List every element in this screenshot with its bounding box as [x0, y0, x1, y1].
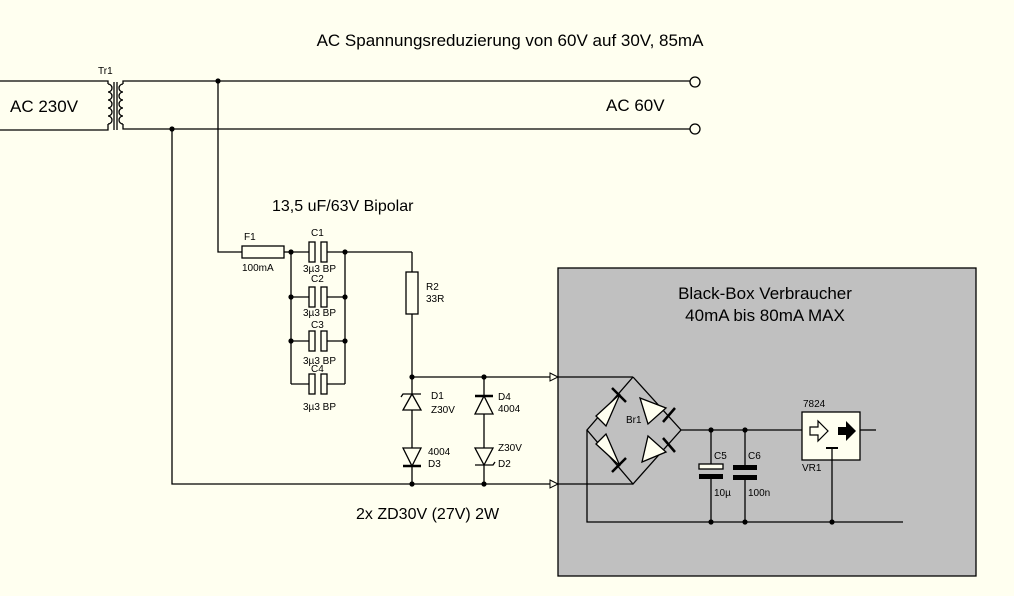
bridge-rectifier-br1: [586, 376, 682, 485]
diode-d4: [473, 377, 495, 448]
c5-value: 10µ: [714, 488, 731, 499]
regulator-vr1: [801, 411, 876, 522]
c1-value: 3µ3 BP: [303, 264, 336, 275]
schematic-title: AC Spannungsreduzierung von 60V auf 30V,…: [317, 31, 705, 50]
c1-ref: C1: [311, 228, 324, 239]
capacitor-c5: [698, 430, 724, 522]
diode-d3: [401, 447, 423, 484]
ac-in-label: AC 230V: [10, 97, 79, 116]
capacitor-c4: [291, 373, 345, 395]
d1-value: Z30V: [431, 405, 455, 416]
c2-value: 3µ3 BP: [303, 308, 336, 319]
resistor-r2: [405, 271, 419, 315]
blackbox-label-2: 40mA bis 80mA MAX: [685, 306, 845, 325]
zener-note: 2x ZD30V (27V) 2W: [356, 506, 500, 523]
c2-ref: C2: [311, 274, 324, 285]
c3-value: 3µ3 BP: [303, 356, 336, 367]
vr1-value: 7824: [803, 399, 826, 410]
c6-value: 100n: [748, 488, 770, 499]
blackbox-rect: [557, 267, 977, 577]
blackbox-label-1: Black-Box Verbraucher: [678, 284, 852, 303]
vr1-ref: VR1: [802, 463, 822, 474]
c4-value: 3µ3 BP: [303, 402, 336, 413]
c3-ref: C3: [311, 320, 324, 331]
d4-ref: D4: [498, 392, 511, 403]
tr1-ref: Tr1: [98, 66, 113, 77]
c4-ref: C4: [311, 364, 324, 375]
arrow-in-bottom: [549, 479, 560, 489]
capacitor-c6: [733, 430, 757, 522]
dc-negative-rail: [586, 430, 903, 523]
capacitor-c1: [291, 241, 345, 263]
c6-ref: C6: [748, 451, 761, 462]
f1-ref: F1: [244, 232, 256, 243]
d2-value: Z30V: [498, 443, 522, 454]
r2-value: 33R: [426, 294, 444, 305]
wire-bottom-rail: [171, 129, 633, 485]
capacitor-c2: [291, 286, 345, 308]
cap-group-label: 13,5 uF/63V Bipolar: [272, 198, 414, 215]
d3-value: 4004: [428, 447, 451, 458]
d3-ref: D3: [428, 459, 441, 470]
zener-d1: [400, 392, 423, 448]
fuse-f1: [241, 245, 285, 259]
wire-to-fuse: [217, 81, 242, 253]
transformer-tr1: Tr1: [0, 66, 690, 131]
c5-ref: C5: [714, 451, 727, 462]
f1-value: 100mA: [242, 263, 274, 274]
br1-ref: Br1: [626, 415, 642, 426]
zener-d2: [473, 447, 496, 484]
terminal-ac-out-1: [689, 76, 701, 88]
r2-ref: R2: [426, 282, 439, 293]
ac-out-label: AC 60V: [606, 96, 665, 115]
capacitor-c3: [291, 330, 345, 352]
terminal-ac-out-2: [689, 123, 701, 135]
arrow-in-top: [549, 372, 560, 382]
d1-ref: D1: [431, 391, 444, 402]
d2-ref: D2: [498, 459, 511, 470]
d4-value: 4004: [498, 404, 521, 415]
